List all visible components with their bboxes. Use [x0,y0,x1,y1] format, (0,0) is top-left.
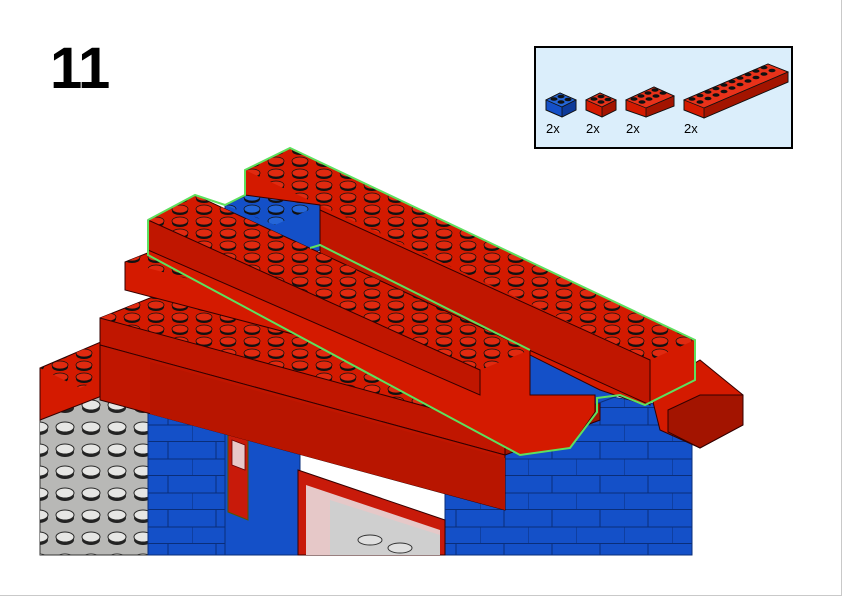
part-blue-2x2-brick [544,90,578,118]
part-red-2x10-brick [682,60,790,120]
parts-list-panel: 2x 2x [534,46,793,149]
part-quantity: 2x [586,121,600,136]
new-parts-outline [147,146,696,457]
part-quantity: 2x [546,121,560,136]
step-number: 11 [50,36,110,101]
part-red-2x2-brick [584,90,618,118]
part-quantity: 2x [626,121,640,136]
part-red-2x4-brick [624,84,676,118]
part-quantity: 2x [684,121,698,136]
